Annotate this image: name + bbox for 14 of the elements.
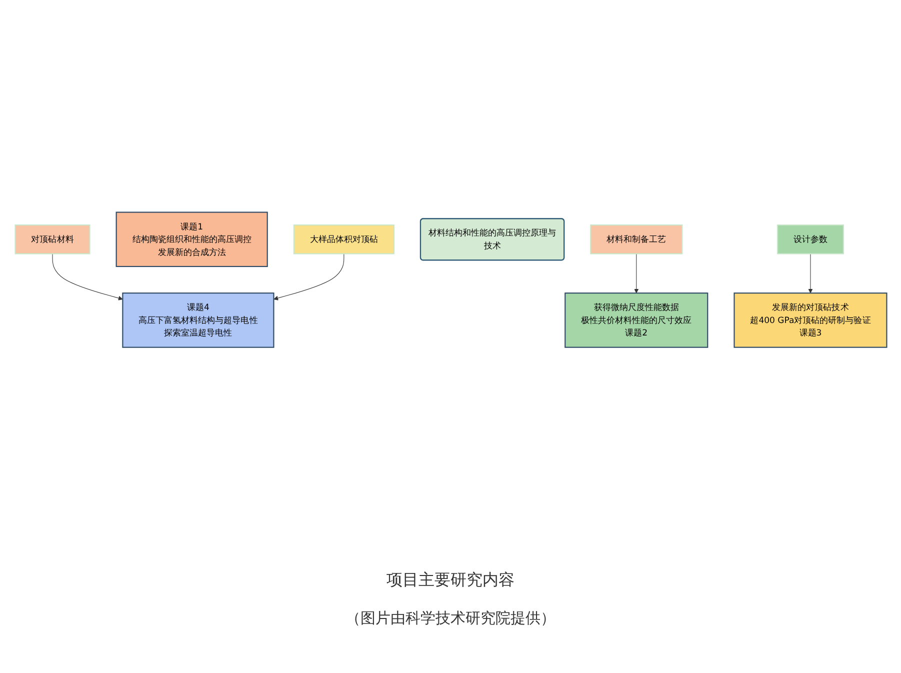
credit-note: （图片由科学技术研究院提供） <box>346 609 556 628</box>
arrow <box>52 254 122 301</box>
node-box: 设计参数 <box>776 224 844 254</box>
arrow <box>634 254 638 294</box>
node-box: 大样品体积对顶砧 <box>292 224 394 254</box>
node-box: 课题4 高压下富氢材料结构与超导电性 探索室温超导电性 <box>122 292 274 348</box>
arrow <box>273 254 344 301</box>
node-box: 课题1 结构陶瓷组织和性能的高压调控 发展新的合成方法 <box>115 212 268 268</box>
arrow <box>808 254 812 294</box>
node-box: 材料和制备工艺 <box>590 224 682 254</box>
node-box: 获得微纳尺度性能数据 极性共价材料性能的尺寸效应 课题2 <box>564 292 708 348</box>
node-box: 对顶砧材料 <box>14 224 90 254</box>
node-box: 发展新的对顶砧技术 超400 GPa对顶砧的研制与验证 课题3 <box>733 292 887 348</box>
caption: 项目主要研究内容 <box>386 570 514 591</box>
